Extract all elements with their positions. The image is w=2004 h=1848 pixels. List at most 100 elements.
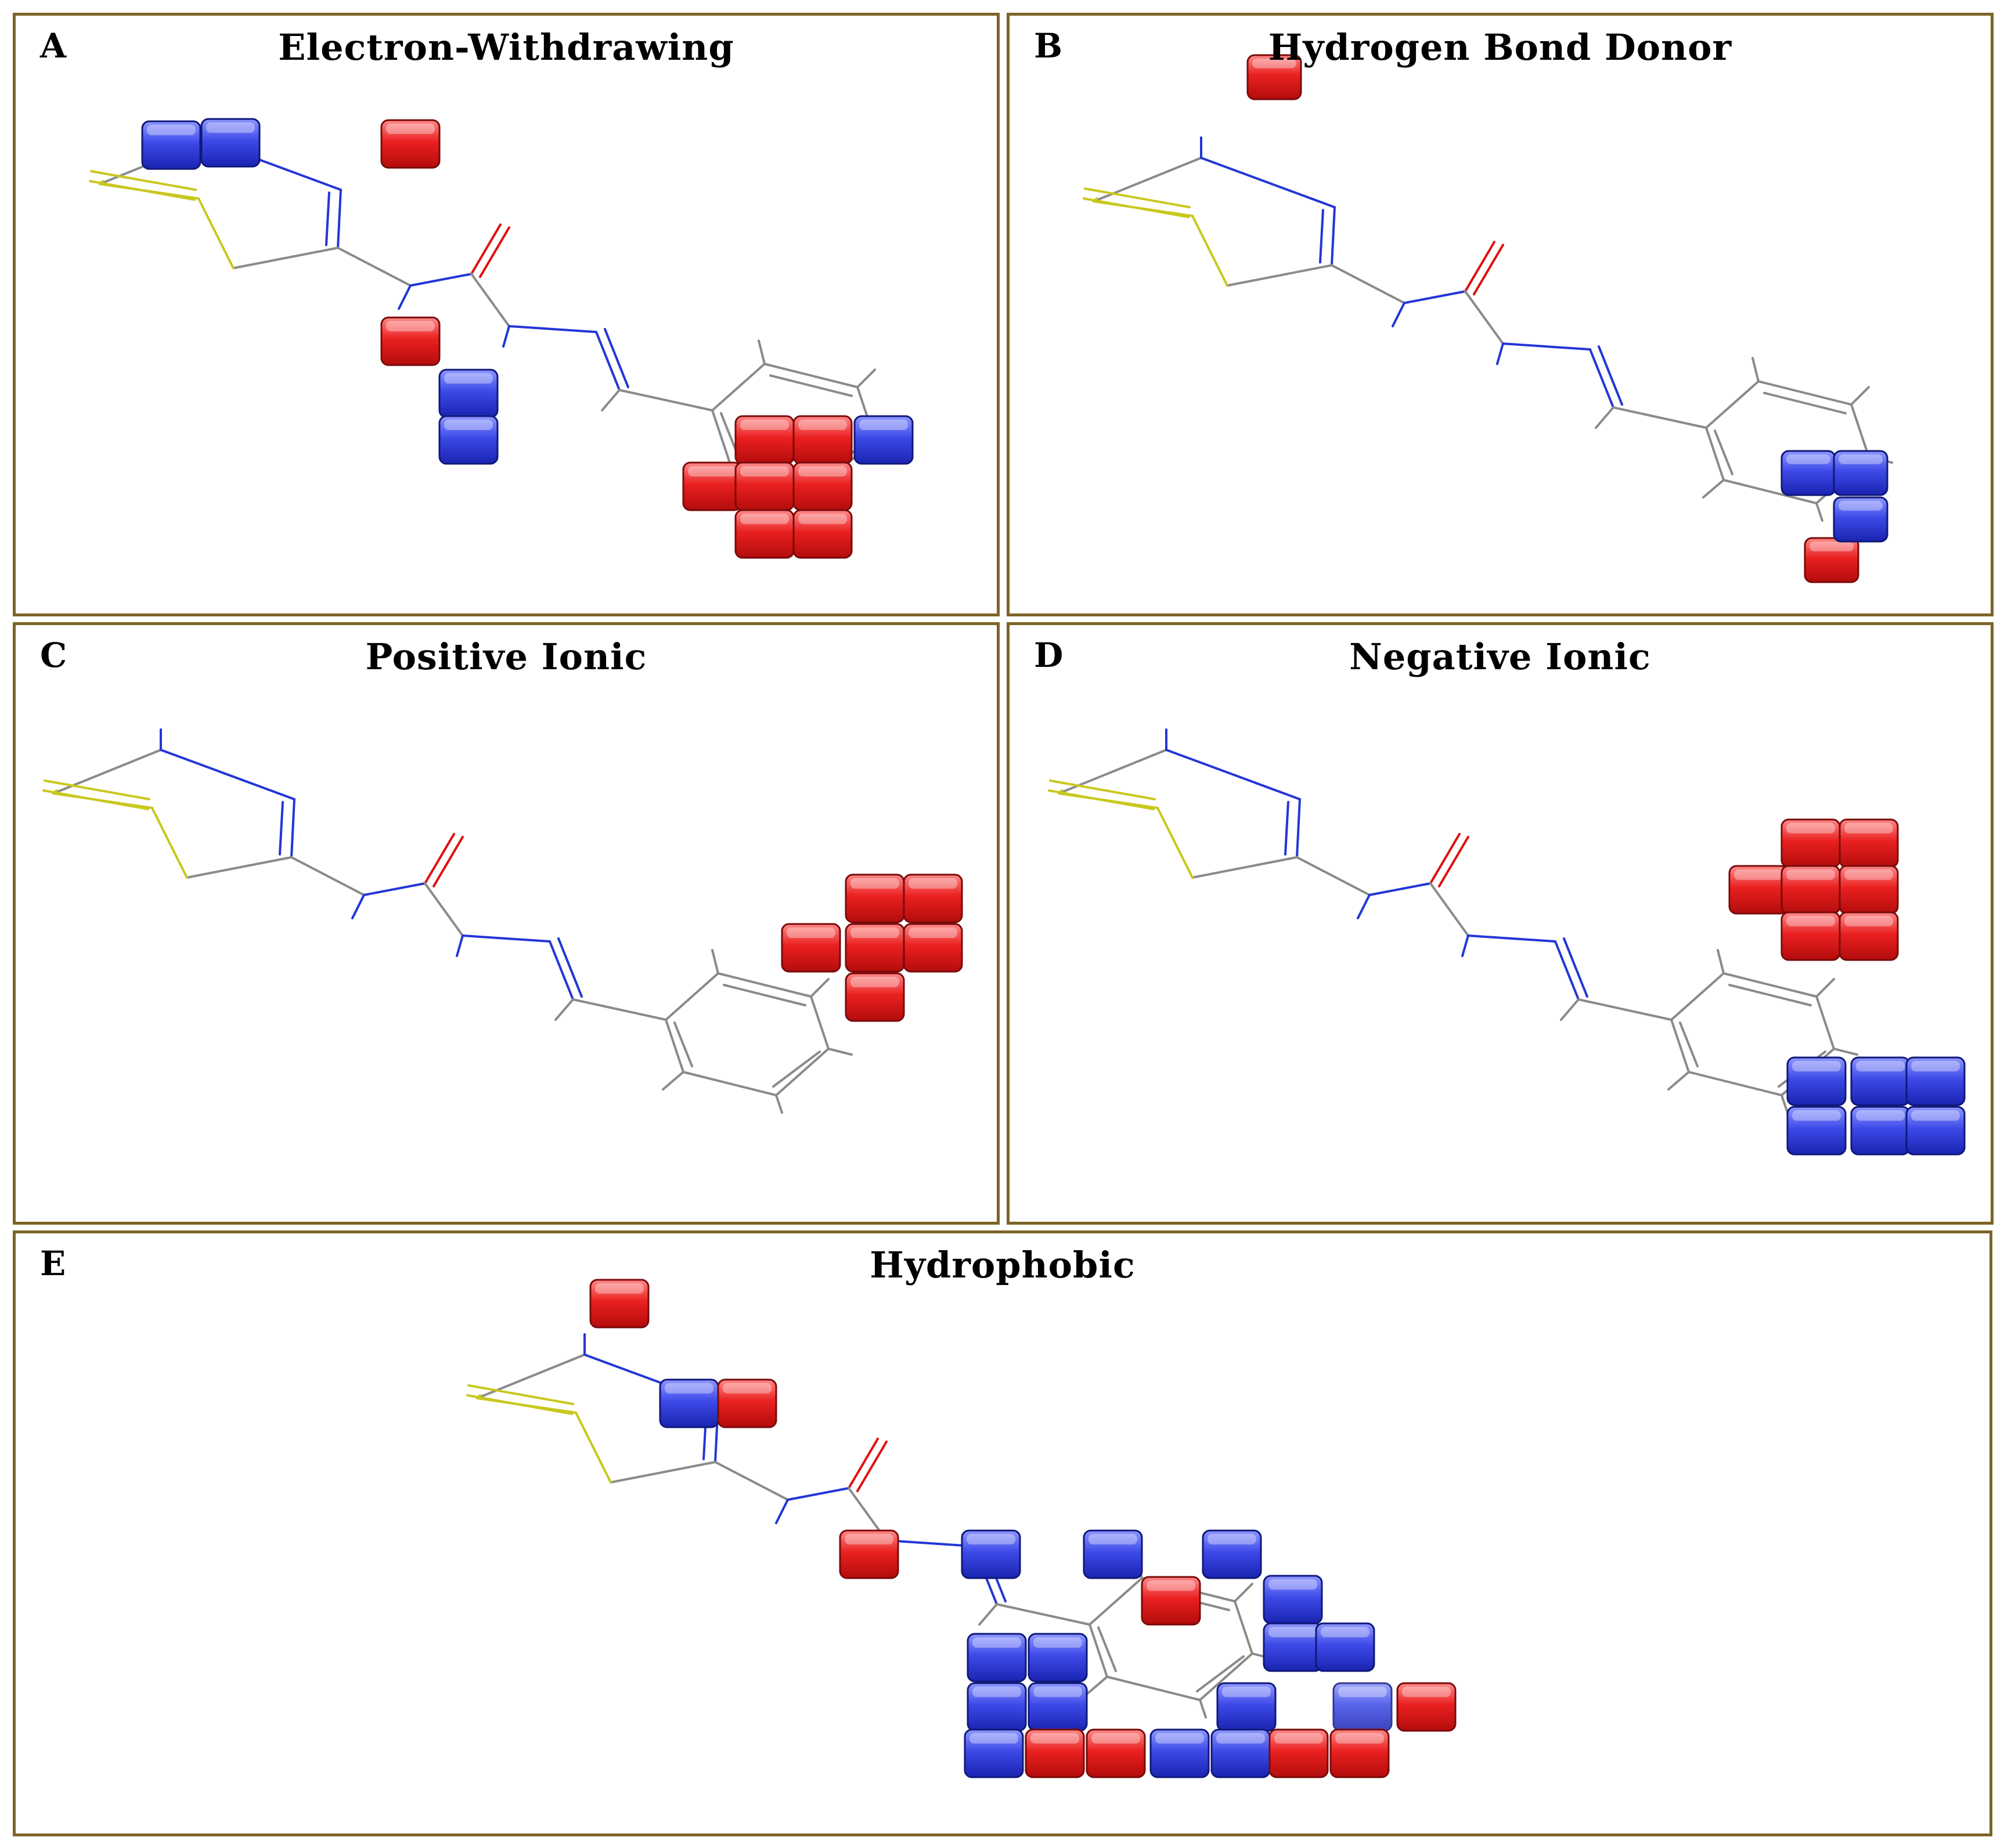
carbon-bond [1612,406,1707,429]
unfavorable-field-cube [845,874,905,923]
panel-negative-ionic: D Negative Ionic [1007,622,1994,1225]
carbon-bond [682,1071,777,1096]
sulfur-bond [575,1412,612,1484]
favorable-field-cube [1850,1056,1911,1106]
panel-electron-withdrawing: A Electron-Withdrawing [13,13,1000,616]
carbon-bond [717,972,812,998]
unfavorable-field-cube [845,972,905,1022]
unfavorable-field-cube [781,923,841,973]
sulfur-bond [1048,789,1155,810]
carbon-bond [665,1019,684,1073]
nitrogen-bond [462,934,551,943]
nitrogen-bond [502,325,510,348]
unfavorable-field-cube [1025,1728,1085,1778]
carbon-bond [618,389,713,412]
favorable-field-cube [659,1378,719,1428]
carbon-bond [1331,264,1405,304]
oxygen-bond [856,1441,888,1492]
carbon-bond [232,247,339,269]
carbon-bond [978,1603,998,1626]
carbon-bond [772,1051,821,1088]
unfavorable-field-cube [682,461,743,511]
carbon-bond [1815,995,1835,1050]
carbon-bond [810,995,830,1050]
unfavorable-field-cube [845,923,905,973]
nitrogen-bond [1319,209,1324,264]
nitrogen-bond [409,273,473,287]
favorable-field-cube [1028,1682,1088,1732]
oxygen-bond [1473,244,1504,295]
carbon-bond [711,409,731,464]
ligand-wireframe [1083,136,1893,522]
molecule-structure [42,728,963,1114]
carbon-bond [1464,290,1504,345]
favorable-field-cube [1905,1106,1966,1156]
sulfur-bond [467,1384,574,1405]
carbon-bond [1728,984,1812,1006]
oxygen-bond [1464,241,1495,293]
nitrogen-bond [1461,934,1469,957]
unfavorable-field-cube [903,874,963,923]
favorable-field-cube [1315,1622,1375,1672]
nitrogen-bond [1563,937,1588,998]
unfavorable-field-cube [734,415,795,465]
unfavorable-field-cube [1780,911,1841,961]
panel-hydrogen-bond-donor: B Hydrogen Bond Donor [1007,13,1994,616]
molecule-structure [1048,728,1966,1156]
nitrogen-bond [549,940,574,1001]
carbon-bond [775,1094,783,1114]
carbon-bond [610,1461,716,1484]
unfavorable-field-cube [792,461,853,511]
carbon-bond [810,978,830,998]
carbon-bond [1722,479,1818,504]
nitrogen-bond [160,749,295,800]
panel-letter: D [1034,636,1064,675]
sulfur-bond [1084,187,1191,208]
favorable-field-cube [1216,1682,1277,1732]
unfavorable-field-cube [1086,1728,1146,1778]
carbon-bond [1429,882,1469,937]
unfavorable-field-cube [1804,537,1859,583]
carbon-bond [1688,1071,1783,1096]
panel-letter: E [40,1244,66,1283]
favorable-field-cube [1202,1529,1262,1579]
unfavorable-field-cube [1396,1682,1457,1732]
carbon-bond [601,389,621,412]
unfavorable-field-cube [380,316,441,366]
ligand-wireframe [466,1333,1277,1719]
panel-title: Negative Ionic [1349,636,1651,678]
carbon-bond [554,998,574,1021]
favorable-field-cube [1149,1728,1210,1778]
nitrogen-bond [1296,798,1301,858]
carbon-bond [1106,1676,1201,1701]
carbon-bond [337,247,412,287]
nitrogen-bond [1403,290,1466,304]
unfavorable-field-cube [1780,818,1841,868]
unfavorable-field-cube [1780,865,1841,915]
carbon-bond [1702,479,1725,499]
nitrogen-bond [1368,882,1432,896]
nitrogen-bond [557,937,583,998]
carbon-bond [1850,386,1870,406]
molecule-structure [89,118,914,559]
nitrogen-bond [1598,345,1623,406]
nitrogen-bond [279,801,284,856]
carbon-bond [714,1461,789,1501]
carbon-bond [1088,1577,1143,1626]
sulfur-bond [1156,807,1194,879]
favorable-field-cube [1332,1682,1393,1732]
sulfur-bond [1083,197,1190,218]
carbon-bond [1815,502,1823,522]
carbon-bond [1705,380,1760,429]
carbon-bond [827,1048,853,1056]
nitrogen-bond [604,328,629,388]
favorable-field-cube [1833,450,1888,496]
panel-hydrophobic: E Hydrophobic [13,1230,1992,1836]
ligand-wireframe [1048,728,1858,1114]
favorable-field-cube [1210,1728,1271,1778]
unfavorable-field-cube [734,509,795,559]
favorable-field-cube [964,1728,1024,1778]
panel-letter: A [40,26,67,66]
nitrogen-bond [456,934,464,957]
carbon-bond [1780,1094,1789,1114]
